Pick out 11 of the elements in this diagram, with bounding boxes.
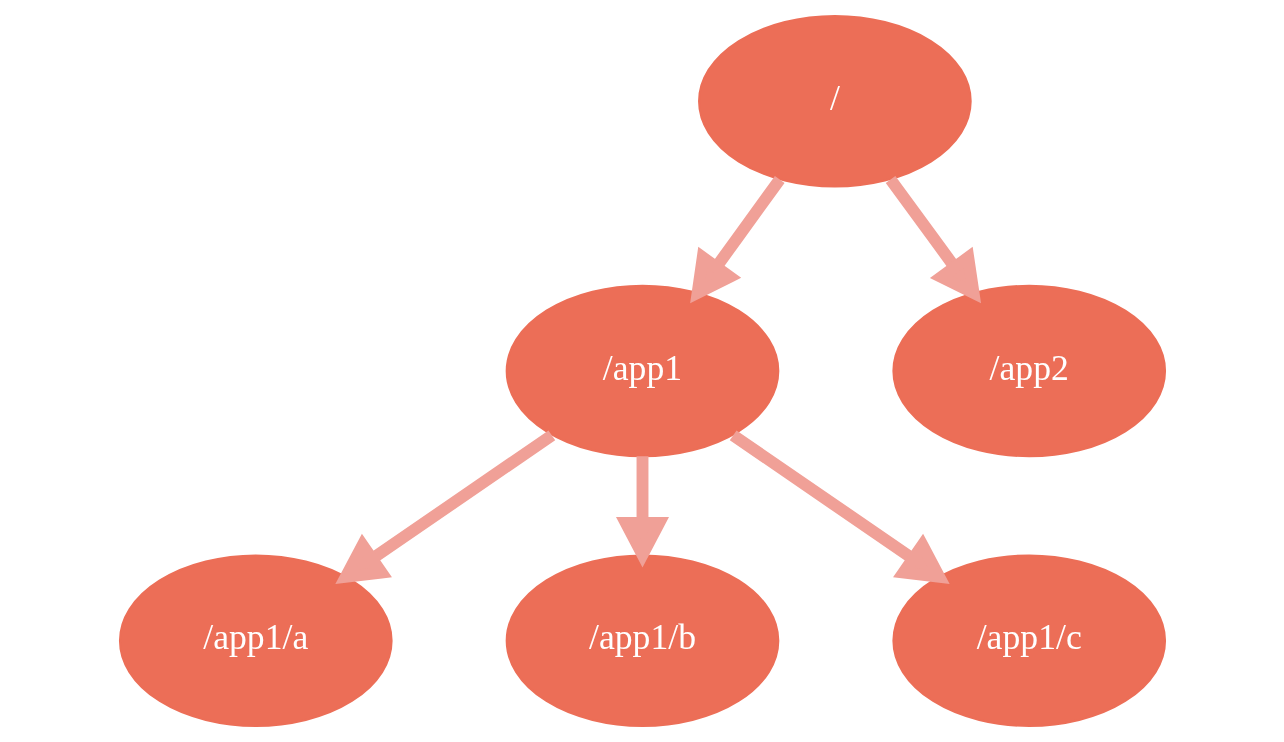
arrow [615, 456, 669, 568]
arrow [729, 430, 950, 585]
arrow [689, 175, 785, 304]
node-ellipse: /app1/c [891, 554, 1166, 727]
arrow [334, 430, 555, 585]
node-ellipse: /app1/b [505, 554, 779, 727]
node-ellipse: /app1/a [118, 554, 393, 727]
node-ellipse: /app1 [505, 284, 779, 458]
node-ellipse: /app2 [891, 284, 1166, 458]
arrow [885, 175, 981, 304]
node-ellipse: / [697, 15, 972, 188]
